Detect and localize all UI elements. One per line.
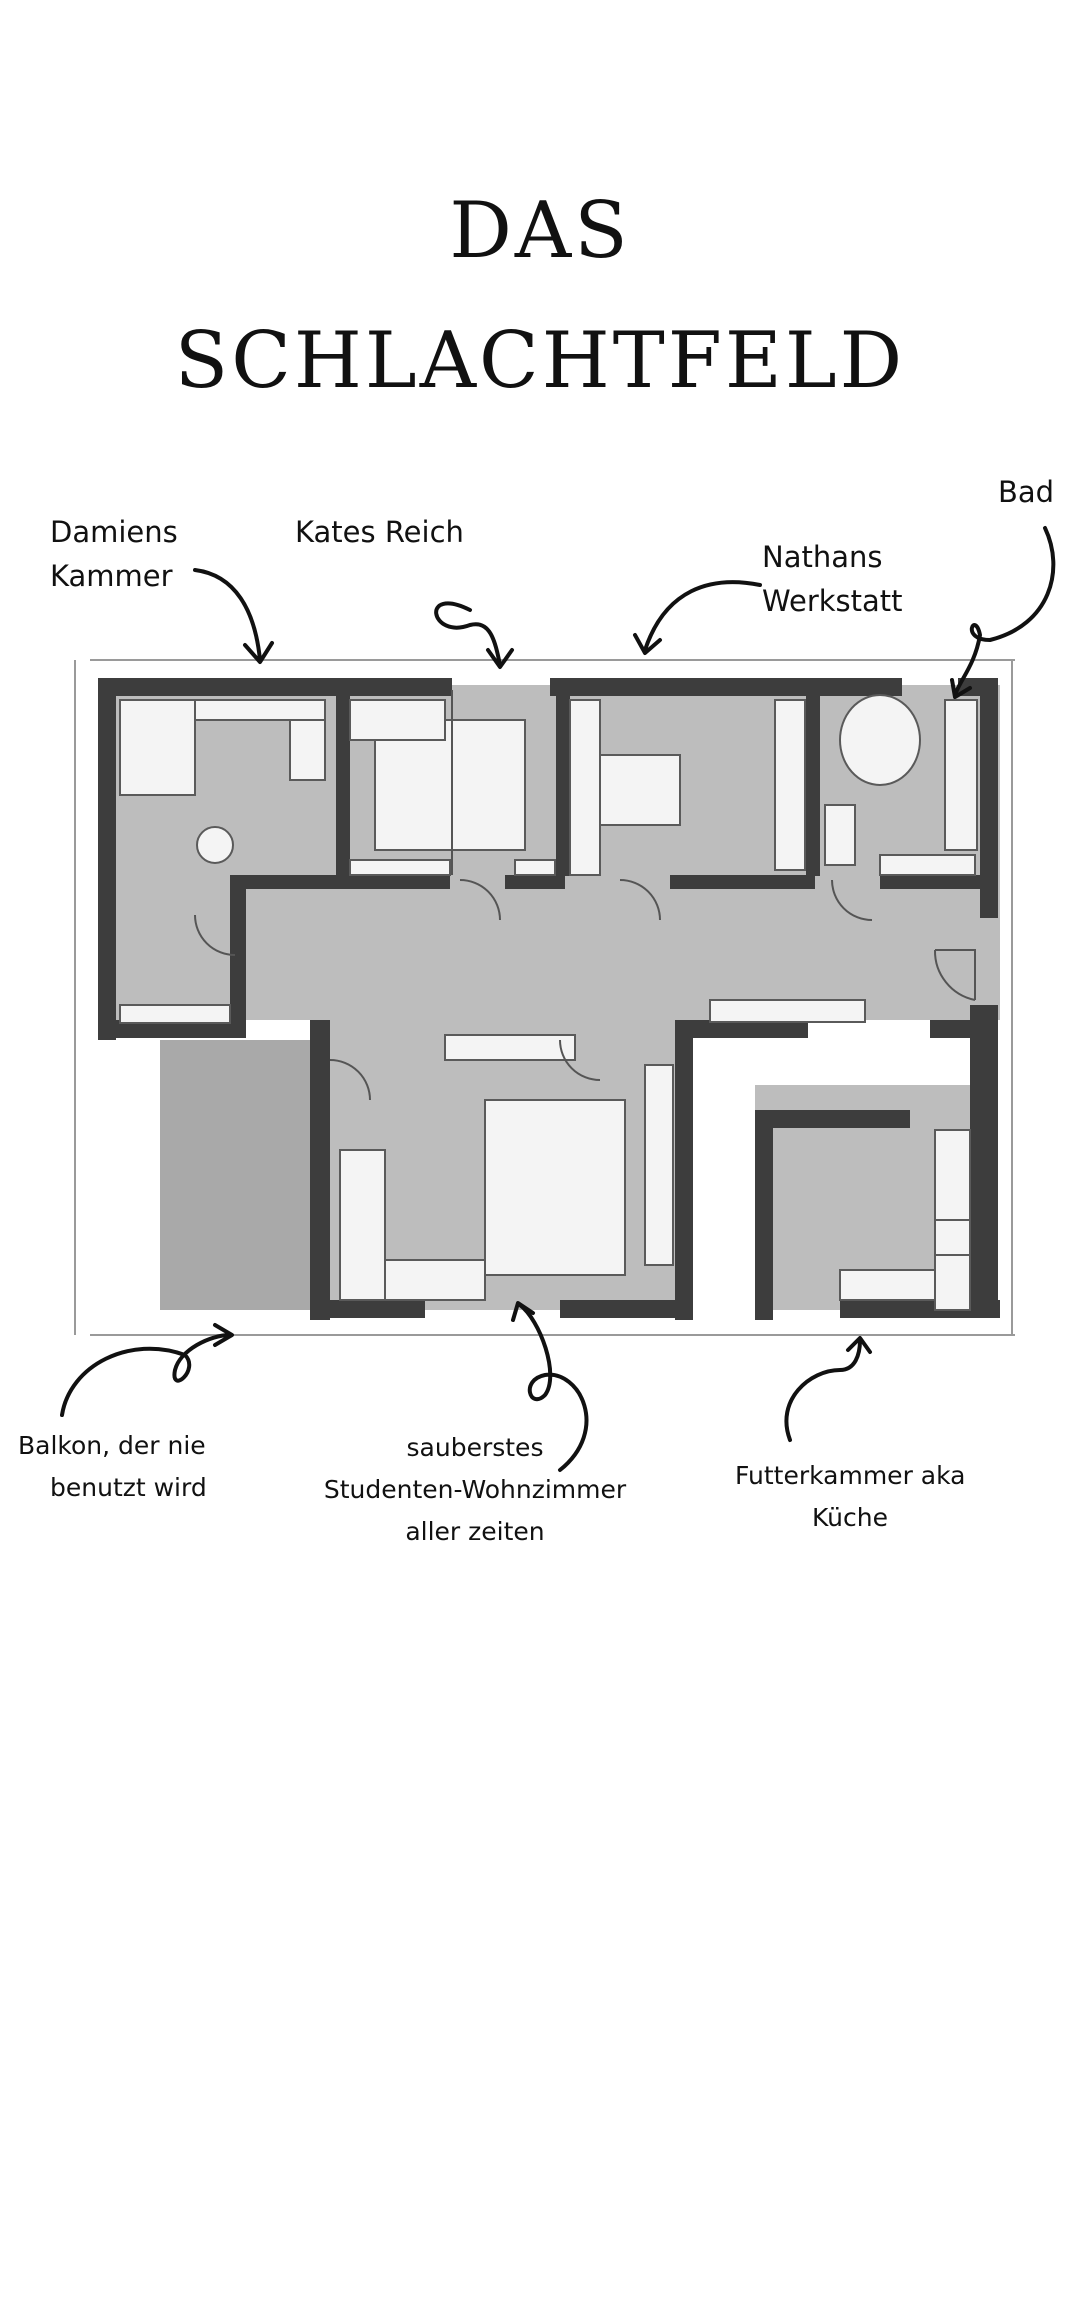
label-balkon: Balkon, der nie benutzt wird	[18, 1431, 207, 1502]
corridor-counter	[709, 999, 866, 1023]
walls	[98, 678, 1000, 1320]
label-kates-reich: Kates Reich	[295, 515, 464, 549]
label-kueche: Futterkammer aka Küche	[735, 1461, 966, 1532]
page-title-line-1: DAS	[449, 186, 631, 276]
arrow-kate-icon	[434, 601, 514, 669]
label-bad: Bad	[998, 475, 1055, 509]
label-damiens-kammer: Damiens Kammer	[50, 515, 178, 593]
page-title-line-2: SCHLACHTFELD	[174, 316, 906, 406]
bed-kate	[374, 719, 526, 851]
label-nathans-werkstatt: Nathans Werkstatt	[762, 540, 903, 618]
arrow-kueche-icon	[784, 1336, 872, 1442]
arrow-balkon-icon	[60, 1323, 234, 1417]
label-wohnzimmer: sauberstes Studenten-Wohnzimmer aller ze…	[323, 1433, 627, 1546]
arrow-bad-icon	[950, 526, 1056, 699]
arrow-damien-icon	[193, 568, 274, 664]
living-table	[484, 1099, 626, 1276]
ceiling-fan	[196, 826, 234, 864]
doors	[194, 690, 976, 1101]
living-sofa	[339, 1149, 386, 1301]
furniture	[119, 694, 978, 1311]
arrow-wohnzimmer-icon	[511, 1301, 589, 1472]
arrow-nathan-icon	[633, 580, 762, 655]
bed-damien	[119, 699, 196, 796]
bathtub	[839, 694, 921, 786]
dimension-lines	[74, 659, 1015, 1336]
balcony	[160, 1040, 310, 1310]
annotation-arrows	[60, 526, 1056, 1472]
